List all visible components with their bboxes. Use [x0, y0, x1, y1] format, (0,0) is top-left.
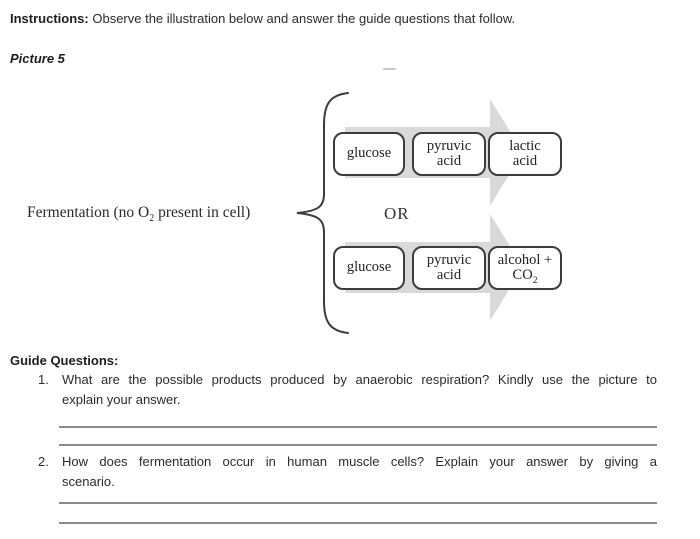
question-1-line2: explain your answer. — [62, 392, 181, 407]
answer-line — [59, 444, 657, 446]
instructions-line: Instructions: Observe the illustration b… — [10, 10, 670, 28]
box-label-line1: alcohol + — [497, 251, 553, 268]
question-1-line1: What are the possible products produced … — [62, 372, 657, 387]
box-label-line2: acid — [436, 153, 462, 169]
question-2-line1: How does fermentation occur in human mus… — [62, 454, 657, 469]
box-label-line2: acid — [512, 153, 538, 169]
side-label-pre: Fermentation (no O — [27, 204, 150, 221]
stray-dash-mark — [383, 68, 396, 70]
curly-brace — [296, 92, 349, 334]
co2-subscript: 2 — [532, 275, 538, 286]
box-lactic-acid: lactic acid — [488, 132, 562, 176]
box-label-line2: acid — [436, 267, 462, 283]
answer-line — [59, 502, 657, 504]
box-alcohol-co2: alcohol + CO2 — [488, 246, 562, 290]
guide-questions-heading: Guide Questions: — [10, 353, 119, 368]
or-label: OR — [384, 204, 410, 223]
box-label: glucose — [346, 259, 392, 276]
box-glucose-top: glucose — [333, 132, 405, 176]
question-2-line2: scenario. — [62, 474, 115, 489]
box-glucose-bottom: glucose — [333, 246, 405, 290]
box-label: glucose — [346, 145, 392, 162]
question-1: 1. What are the possible products produc… — [38, 370, 657, 410]
picture-label: Picture 5 — [10, 51, 65, 66]
question-2-number: 2. — [38, 454, 49, 469]
box-label-line1: pyruvic — [426, 137, 472, 154]
co2-text: CO — [512, 267, 533, 283]
box-pyruvic-acid-bottom: pyruvic acid — [412, 246, 486, 290]
box-label-line1: lactic — [509, 137, 541, 154]
instructions-label: Instructions: — [10, 11, 89, 26]
question-2: 2. How does fermentation occur in human … — [38, 452, 657, 492]
box-label-line1: pyruvic — [426, 251, 472, 268]
side-label-post: present in cell) — [154, 204, 251, 221]
question-1-number: 1. — [38, 372, 49, 387]
answer-line — [59, 522, 657, 524]
instructions-text: Observe the illustration below and answe… — [88, 11, 516, 26]
box-label-line2: CO2 — [512, 267, 538, 286]
box-pyruvic-acid-top: pyruvic acid — [412, 132, 486, 176]
fermentation-side-label: Fermentation (no O2 present in cell) — [27, 204, 251, 225]
side-label-subscript: 2 — [149, 213, 155, 225]
answer-line — [59, 426, 657, 428]
